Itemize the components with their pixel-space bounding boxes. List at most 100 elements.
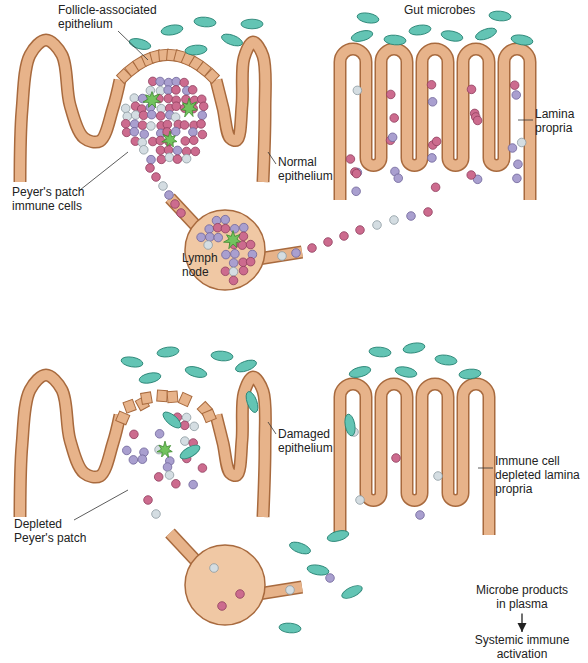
immune-cell [180,421,189,430]
immune-cell [432,137,441,146]
immune-cell [292,249,301,258]
immune-cell [147,155,156,164]
immune-cell [286,586,295,595]
immune-cell [230,224,239,233]
gut-microbe [178,442,202,461]
immune-cell [512,91,521,100]
immune-cell [173,146,182,155]
gut-microbe [440,29,464,43]
immune-cell [180,121,189,130]
normal-epithelium-outline [20,40,120,182]
immune-cell [231,249,240,258]
dendritic-cell [143,92,161,108]
immune-cell [467,85,476,94]
immune-cell [165,471,174,480]
damaged-epithelium [216,377,265,517]
immune-cell [172,479,181,488]
immune-cell [508,144,517,153]
immune-cell [172,86,181,95]
gut-microbe [156,346,179,359]
immune-cell [157,155,166,164]
leader-line [80,152,128,190]
immune-cell [246,240,255,249]
gut-microbe [510,33,533,46]
gut-microbe [288,540,312,557]
label-text: Follicle-associated epithelium [58,4,170,32]
immune-cell [171,200,180,209]
immune-cell [218,602,227,611]
immune-cell [139,111,148,120]
microbe-layer [120,10,533,633]
immune-cell [172,102,181,111]
follicle-epithelial-cell [167,391,178,403]
immune-cell [189,128,198,137]
immune-cell [138,455,147,464]
immune-cell [121,104,130,113]
immune-cell [210,564,219,573]
immune-cell [356,226,365,235]
normal-villi-outline [340,49,530,200]
follicle-epithelial-cell [178,392,192,406]
immune-cell [191,147,200,156]
immune-cell [353,86,362,95]
immune-cell [159,182,168,191]
leader-line [478,468,493,469]
gut-microbe [220,32,244,49]
immune-cell [188,86,197,95]
immune-cell [510,81,519,90]
node-text: Microbe products in plasma [470,584,574,612]
immune-cell [156,86,165,95]
gut-microbe [160,23,183,36]
immune-cell [181,137,190,146]
immune-cell [222,250,231,259]
gut-microbe [402,341,425,354]
gut-microbe [434,354,457,367]
immune-cell [198,111,207,120]
immune-cell [146,164,155,173]
gut-microbe [369,346,392,357]
leader-layer [74,31,533,520]
immune-cell [121,119,130,128]
dendritic-cell [181,98,197,117]
immune-cell [373,221,382,230]
immune-cell [189,136,198,145]
immune-cell [197,233,206,242]
immune-cell [131,111,140,120]
gut-microbe [408,24,431,37]
gut-microbe [120,355,143,368]
leader-line [268,422,276,434]
gut-microbe [459,368,482,379]
immune-cell [190,422,199,431]
immune-cell [246,257,255,266]
gut-microbe [356,11,379,24]
follicle-epithelial-cell [157,390,168,402]
immune-cell [182,413,191,422]
immune-cell [221,224,230,233]
gut-microbe [279,622,302,633]
immune-cell [205,225,214,234]
immune-cell [152,510,161,519]
immune-cell [198,464,207,473]
gut-microbe [211,350,234,361]
immune-cell [352,187,361,196]
immune-cell [144,496,153,505]
immune-cell [514,160,523,169]
immune-cell [214,233,223,242]
dendritic-cell [162,131,177,147]
immune-cell [278,252,287,261]
immune-cell [199,102,208,111]
immune-cell [155,429,164,438]
gut-microbe [138,371,162,385]
dendritic-cell [224,231,241,249]
depleted-villi-outline [340,384,489,535]
immune-cell [182,154,191,163]
immune-cell [428,154,437,163]
label-text: Peyer's patch immune cells [12,186,92,214]
gut-microbe [474,26,498,43]
label-text: Damaged epithelium [278,428,340,456]
flow-arrow [521,614,522,632]
immune-cell [164,94,173,103]
immune-cell [165,153,174,162]
immune-cell [394,174,403,183]
immune-cell [129,456,138,465]
